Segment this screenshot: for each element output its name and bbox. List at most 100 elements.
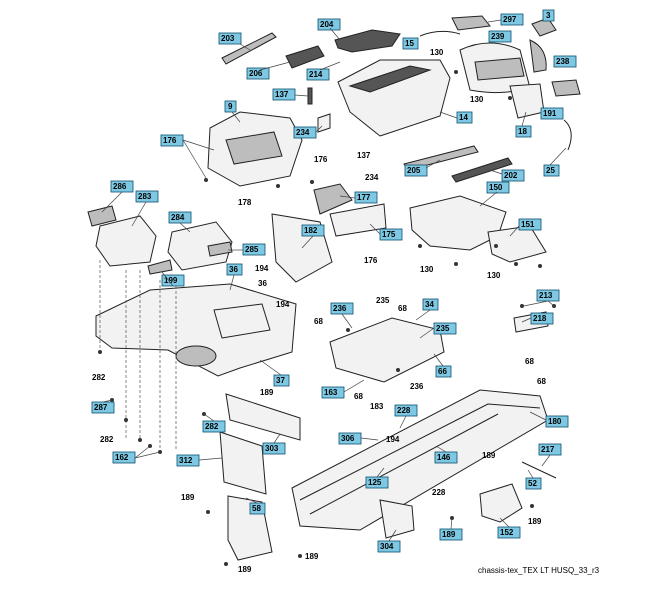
label-194-b: 194 bbox=[276, 300, 290, 309]
callout-217[interactable]: 217 bbox=[538, 443, 562, 456]
part-199 bbox=[147, 259, 173, 275]
label-178: 178 bbox=[238, 198, 252, 207]
callout-14[interactable]: 14 bbox=[456, 111, 473, 124]
callout-152[interactable]: 152 bbox=[497, 526, 521, 539]
callout-9[interactable]: 9 bbox=[224, 100, 237, 113]
label-68-a: 68 bbox=[398, 304, 407, 313]
callout-175[interactable]: 175 bbox=[379, 228, 403, 241]
svg-text:25: 25 bbox=[546, 166, 555, 175]
callout-218[interactable]: 218 bbox=[530, 312, 554, 325]
callout-205[interactable]: 205 bbox=[404, 164, 428, 177]
callout-234[interactable]: 234 bbox=[293, 126, 317, 139]
svg-text:206: 206 bbox=[249, 69, 263, 78]
callout-228[interactable]: 228 bbox=[394, 404, 418, 417]
label-68-d: 68 bbox=[525, 357, 534, 366]
part-137 bbox=[307, 87, 313, 105]
svg-text:176: 176 bbox=[163, 136, 177, 145]
svg-text:214: 214 bbox=[309, 70, 323, 79]
callout-214[interactable]: 214 bbox=[306, 68, 330, 81]
callout-282[interactable]: 282 bbox=[202, 420, 226, 433]
callout-18[interactable]: 18 bbox=[515, 125, 532, 138]
callout-15[interactable]: 15 bbox=[402, 37, 419, 50]
svg-text:235: 235 bbox=[436, 324, 450, 333]
svg-text:14: 14 bbox=[459, 113, 468, 122]
label-176-b: 176 bbox=[314, 155, 328, 164]
part-297 bbox=[451, 15, 491, 31]
svg-text:285: 285 bbox=[245, 245, 259, 254]
label-282-a: 282 bbox=[92, 373, 106, 382]
callout-284[interactable]: 284 bbox=[168, 211, 192, 224]
callout-283[interactable]: 283 bbox=[135, 190, 159, 203]
callout-177[interactable]: 177 bbox=[354, 191, 378, 204]
callout-137[interactable]: 137 bbox=[272, 88, 296, 101]
callout-189[interactable]: 189 bbox=[439, 528, 463, 541]
callout-286[interactable]: 286 bbox=[110, 180, 134, 193]
label-189-a: 189 bbox=[260, 388, 274, 397]
label-68-c: 68 bbox=[354, 392, 363, 401]
label-189-d: 189 bbox=[181, 493, 195, 502]
callout-58[interactable]: 58 bbox=[249, 502, 266, 515]
part-fender bbox=[95, 283, 297, 377]
label-236: 236 bbox=[410, 382, 424, 391]
callout-213[interactable]: 213 bbox=[536, 289, 560, 302]
svg-text:239: 239 bbox=[491, 32, 505, 41]
callout-235[interactable]: 235 bbox=[433, 322, 457, 335]
callout-66[interactable]: 66 bbox=[435, 365, 452, 378]
svg-text:175: 175 bbox=[382, 230, 396, 239]
svg-text:125: 125 bbox=[368, 478, 382, 487]
part-hood bbox=[337, 59, 451, 137]
callout-297[interactable]: 297 bbox=[500, 13, 524, 26]
callout-191[interactable]: 191 bbox=[540, 107, 564, 120]
svg-text:15: 15 bbox=[405, 39, 414, 48]
svg-text:152: 152 bbox=[500, 528, 514, 537]
callout-306[interactable]: 306 bbox=[338, 432, 362, 445]
callout-203[interactable]: 203 bbox=[218, 32, 242, 45]
label-183: 183 bbox=[370, 402, 384, 411]
callout-236[interactable]: 236 bbox=[330, 302, 354, 315]
callout-304[interactable]: 304 bbox=[377, 540, 401, 553]
callout-182[interactable]: 182 bbox=[301, 224, 325, 237]
callout-285[interactable]: 285 bbox=[242, 243, 266, 256]
callout-162[interactable]: 162 bbox=[112, 451, 136, 464]
callout-151[interactable]: 151 bbox=[518, 218, 542, 231]
callout-312[interactable]: 312 bbox=[176, 454, 200, 467]
callout-146[interactable]: 146 bbox=[434, 451, 458, 464]
callout-202[interactable]: 202 bbox=[501, 169, 525, 182]
part-control-plate bbox=[329, 317, 445, 383]
svg-text:217: 217 bbox=[541, 445, 555, 454]
label-189-c: 189 bbox=[528, 517, 542, 526]
callout-37[interactable]: 37 bbox=[273, 374, 290, 387]
callout-204[interactable]: 204 bbox=[317, 18, 341, 31]
part-312 bbox=[219, 431, 267, 495]
callout-239[interactable]: 239 bbox=[488, 30, 512, 43]
plain-labels: 130 130 176 137 234 178 176 194 36 194 1… bbox=[92, 48, 546, 574]
callout-303[interactable]: 303 bbox=[262, 442, 286, 455]
callout-176[interactable]: 176 bbox=[160, 134, 184, 147]
svg-text:283: 283 bbox=[138, 192, 152, 201]
svg-text:146: 146 bbox=[437, 453, 451, 462]
svg-text:312: 312 bbox=[179, 456, 193, 465]
svg-text:204: 204 bbox=[320, 20, 334, 29]
callout-150[interactable]: 150 bbox=[486, 181, 510, 194]
callout-25[interactable]: 25 bbox=[543, 164, 560, 177]
callout-238[interactable]: 238 bbox=[553, 55, 577, 68]
svg-text:162: 162 bbox=[115, 453, 129, 462]
callout-52[interactable]: 52 bbox=[525, 477, 542, 490]
callout-125[interactable]: 125 bbox=[365, 476, 389, 489]
callout-163[interactable]: 163 bbox=[321, 386, 345, 399]
svg-text:287: 287 bbox=[94, 403, 108, 412]
part-frame-rail bbox=[299, 403, 541, 501]
callout-180[interactable]: 180 bbox=[545, 415, 569, 428]
part-234 bbox=[317, 113, 331, 133]
callout-3[interactable]: 3 bbox=[542, 9, 555, 22]
callout-287[interactable]: 287 bbox=[91, 401, 115, 414]
callout-34[interactable]: 34 bbox=[422, 298, 439, 311]
svg-text:218: 218 bbox=[533, 314, 547, 323]
callout-206[interactable]: 206 bbox=[246, 67, 270, 80]
part-drawings bbox=[87, 15, 581, 566]
callout-36[interactable]: 36 bbox=[226, 263, 243, 276]
label-234-b: 234 bbox=[365, 173, 379, 182]
svg-text:163: 163 bbox=[324, 388, 338, 397]
svg-text:37: 37 bbox=[276, 376, 285, 385]
